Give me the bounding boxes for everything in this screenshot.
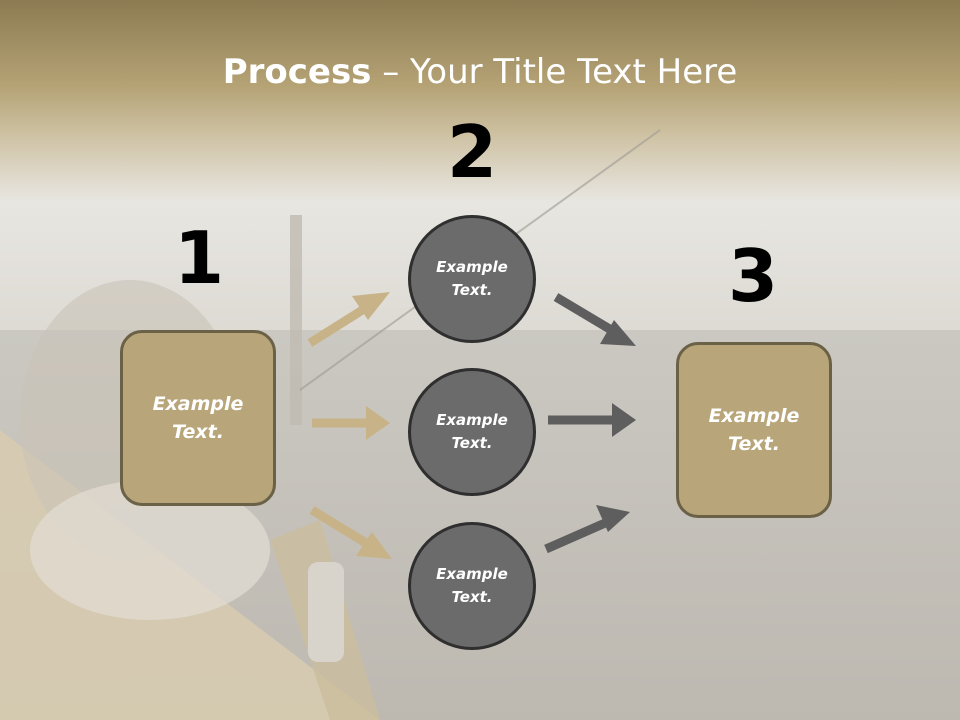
title-rest: – Your Title Text Here [371,52,738,92]
circle-1: Example Text. [408,215,536,343]
step-number-1: 1 [173,216,225,300]
step-box-3-text: Example Text. [708,404,800,456]
circle-2-text: Example Text. [436,410,508,452]
step-box-1: Example Text. [120,330,276,506]
circle-1-text: Example Text. [436,257,508,299]
step-number-2: 2 [446,110,498,194]
step-box-3: Example Text. [676,342,832,518]
step-box-1-text: Example Text. [152,392,244,444]
circle-3: Example Text. [408,522,536,650]
slide-title: Process – Your Title Text Here [0,52,960,92]
step-number-3: 3 [727,234,779,318]
circle-3-text: Example Text. [436,564,508,606]
title-bold: Process [222,52,372,92]
circle-2: Example Text. [408,368,536,496]
